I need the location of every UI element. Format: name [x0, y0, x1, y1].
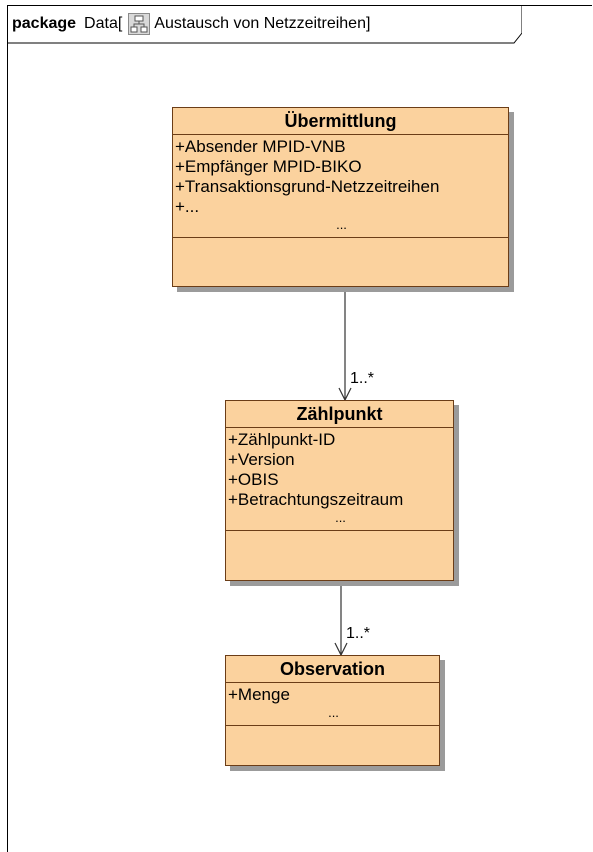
operation-compartment [226, 726, 439, 739]
attribute: +... [175, 197, 200, 216]
frame-name-suffix: ] [365, 15, 371, 32]
attribute-ellipsis: ... [336, 217, 347, 232]
attribute-compartment: +Absender MPID-VNB +Empfänger MPID-BIKO … [173, 135, 508, 238]
attribute: +Betrachtungszeitraum [228, 490, 404, 509]
class-name: Übermittlung [173, 108, 508, 135]
class-name: Zählpunkt [226, 401, 453, 428]
frame-tab-outline [7, 5, 522, 44]
operation-compartment [173, 238, 508, 251]
frame-name-prefix: Data[ [84, 15, 123, 32]
attribute: +OBIS [228, 470, 279, 489]
multiplicity-label: 1..* [346, 625, 371, 642]
attribute: +Version [228, 450, 295, 469]
attribute-ellipsis: ... [335, 510, 346, 525]
class-diagram-icon [128, 13, 151, 35]
multiplicity-label: 1..* [350, 370, 375, 387]
attribute: +Transaktionsgrund-Netzzeitreihen [175, 177, 440, 196]
class-zaehlpunkt[interactable]: Zählpunkt +Zählpunkt-ID +Version +OBIS +… [225, 400, 454, 581]
package-frame-tab: package Data[ Austausch von Netzzeitreih… [7, 5, 376, 43]
package-keyword: package [12, 15, 77, 32]
attribute: +Menge [228, 685, 290, 704]
attribute-ellipsis: ... [328, 705, 339, 720]
class-uebermittlung[interactable]: Übermittlung +Absender MPID-VNB +Empfäng… [172, 107, 509, 287]
frame-name: Austausch von Netzzeitreihen [154, 15, 366, 32]
attribute: +Absender MPID-VNB [175, 137, 346, 156]
class-name: Observation [226, 656, 439, 683]
attribute-compartment: +Zählpunkt-ID +Version +OBIS +Betrachtun… [226, 428, 453, 531]
attribute: +Zählpunkt-ID [228, 430, 336, 449]
attribute: +Empfänger MPID-BIKO [175, 157, 362, 176]
attribute-compartment: +Menge ... [226, 683, 439, 726]
class-observation[interactable]: Observation +Menge ... [225, 655, 440, 766]
operation-compartment [226, 531, 453, 544]
package-frame [7, 5, 592, 852]
